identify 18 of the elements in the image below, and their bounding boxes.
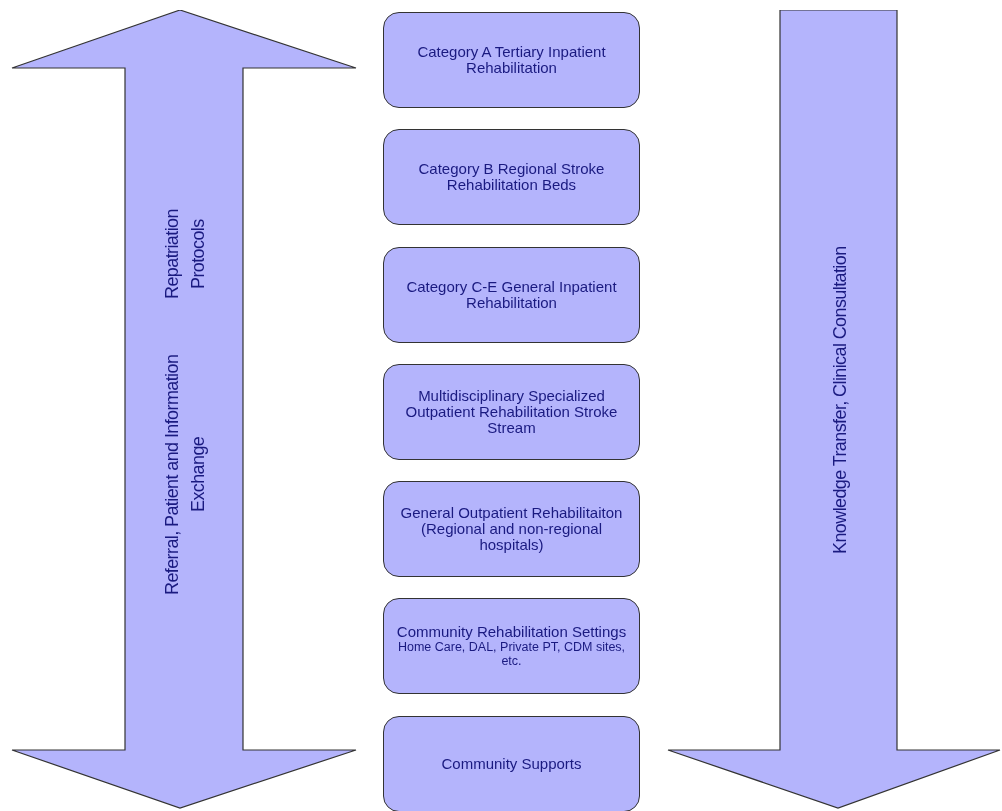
rounded-box	[383, 364, 640, 460]
rounded-box	[383, 129, 640, 225]
box-label: Multidisciplinary Specialized Outpatient Rehabilitation Stroke Stream	[404, 388, 619, 436]
rounded-box	[383, 12, 640, 108]
box-label: Community Rehabilitation Settings	[396, 624, 627, 640]
box-label: Community Supports	[441, 756, 582, 772]
rounded-box	[383, 247, 640, 343]
rounded-box	[383, 481, 640, 577]
box-label: Category C-E General Inpatient Rehabilitation	[405, 279, 618, 311]
box-label: Category B Regional Stroke Rehabilitation Beds	[417, 161, 606, 193]
rounded-box	[383, 598, 640, 694]
arrow-label: Repatriation Protocols	[161, 208, 209, 302]
arrow-label: Referral, Patient and Information Exchange	[161, 353, 209, 597]
box-subtext: Home Care, DAL, Private PT, CDM sites, etc.	[396, 640, 627, 668]
box-label: Category A Tertiary Inpatient Rehabilitation	[416, 44, 607, 76]
arrow-label: Knowledge Transfer, Clinical Consultation	[829, 246, 851, 554]
rounded-box	[383, 716, 640, 811]
box-label: General Outpatient Rehabilitaiton (Regional and non-regional hospitals)	[399, 505, 624, 553]
